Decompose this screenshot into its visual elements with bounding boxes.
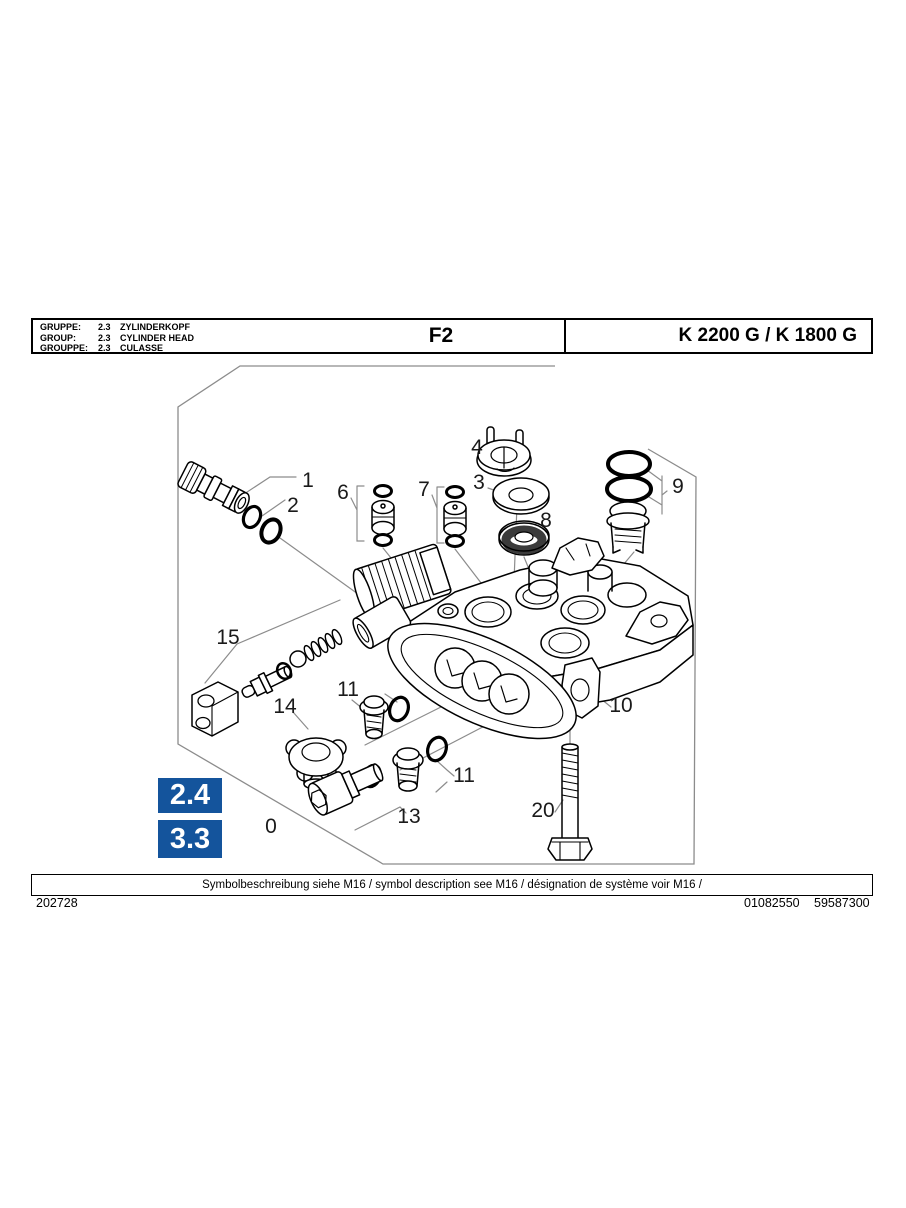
figure-code: F2 [428,324,454,347]
callout-part-2: 2 [287,494,299,517]
callout-part-4: 4 [471,436,483,459]
symbol-note-text: Symbolbeschreibung siehe M16 / symbol de… [202,879,702,891]
part-1-fitting [177,461,250,514]
callout-part-8: 8 [540,509,552,532]
group-label-de: GRUPPE: [40,322,82,332]
part-15-control-set [191,628,343,737]
group-badge-3-3: 3.3 [158,820,222,858]
callout-part-3: 3 [473,471,485,494]
part-11-valve-upper [359,695,411,740]
part-20-bolt [547,743,593,861]
doc-number-right-2: 59587300 [814,896,870,910]
part-2-orings [241,504,283,545]
group-name-fr: CULASSE [120,343,164,353]
group-code-en: 2.3 [98,332,111,343]
group-name-en: CYLINDER HEAD [120,332,195,343]
part-8-seal [498,520,550,556]
callout-part-9: 9 [672,475,684,498]
callout-part-11: 11 [337,678,359,701]
callout-part-7: 7 [418,478,430,501]
callout-part-13: 13 [397,805,421,828]
header-divider [564,320,566,352]
callout-part-14: 14 [273,695,297,718]
diagram-frame [177,365,697,865]
model-title: K 2200 G / K 1800 G [678,325,858,346]
callout-part-1: 1 [302,469,314,492]
part-7-valve [443,485,467,548]
group-row-de: GRUPPE: 2.3 ZYLINDERKOPF [40,322,194,333]
callout-part-20: 20 [531,799,555,822]
group-row-en: GROUP: 2.3 CYLINDER HEAD [40,333,194,344]
group-badge-2-4: 2.4 [158,778,222,813]
part-13-plug [307,763,384,816]
callout-part-15: 15 [216,626,240,649]
part-10-body [352,537,694,740]
group-code-de: 2.3 [98,322,111,332]
callout-part-0: 0 [265,815,277,838]
callout-part-10: 10 [609,694,633,717]
group-name-de: ZYLINDERKOPF [120,322,191,332]
part-9-valve [605,450,653,554]
part-14-knob [285,737,347,790]
group-label-fr: GROUPPE: [40,343,89,353]
symbol-note-bar: Symbolbeschreibung siehe M16 / symbol de… [31,874,873,896]
part-6-valve [371,484,395,547]
group-label-en: GROUP: [40,332,76,343]
doc-number-right-1: 01082550 [744,896,800,910]
part-4-cap [476,426,532,477]
doc-number-left: 202728 [36,896,78,910]
callout-part-11: 11 [453,764,475,787]
callout-part-6: 6 [337,481,349,504]
group-code-fr: 2.3 [98,343,111,353]
group-row-fr: GROUPPE: 2.3 CULASSE [40,343,194,354]
part-3-washer [492,477,550,515]
